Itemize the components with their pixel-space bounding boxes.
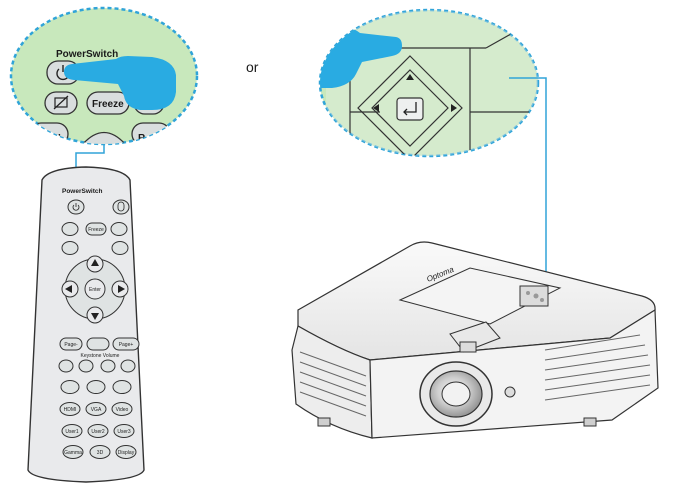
remote-page-minus-label: Page- (64, 342, 78, 348)
remote-menu-button (87, 338, 109, 350)
remote-l-button (62, 242, 78, 255)
remote-user1-label: User1 (65, 429, 79, 435)
keypad-enter-button (397, 98, 423, 120)
keypad-zoom-callout (316, 8, 548, 170)
or-label: or (246, 59, 259, 75)
remote-page-plus-label: Page+ (119, 342, 134, 348)
remote-blank-button (62, 223, 78, 236)
remote-source-c (113, 381, 131, 394)
remote-keystone-plus (79, 360, 93, 372)
projector-foot-left (318, 418, 330, 426)
projector-zoom-knob (460, 342, 476, 352)
projector: Optoma (292, 242, 658, 438)
remote-3d-label: 3D (97, 450, 104, 456)
zoom-freeze-label: Freeze (92, 99, 124, 110)
remote-r-button (112, 242, 128, 255)
remote-keystone-minus (59, 360, 73, 372)
remote-video-label: Video (116, 407, 129, 413)
keypad-panel (326, 8, 548, 170)
remote-mute-button (111, 223, 127, 236)
remote-vga-label: VGA (91, 407, 102, 413)
remote-hdmi-label: HDMI (64, 407, 77, 413)
remote-freeze-label: Freeze (88, 227, 104, 233)
remote-source-a (61, 381, 79, 394)
projector-lens-inner (442, 382, 470, 406)
remote-control: PowerSwitch Freeze Enter Page- Page+ Key… (28, 167, 144, 482)
remote-display-label: Display (118, 450, 135, 456)
zoom-l-label: L (58, 133, 64, 144)
remote-zoom-callout: PowerSwitch Freeze L R (11, 8, 197, 145)
projector-ir-sensor (505, 387, 515, 397)
remote-user2-label: User2 (91, 429, 105, 435)
remote-keystone-volume-label: Keystone Volume (81, 353, 120, 359)
zoom-r-label: R (138, 133, 146, 144)
remote-volume-plus (121, 360, 135, 372)
remote-user3-label: User3 (117, 429, 131, 435)
projector-foot-right (584, 418, 596, 426)
remote-enter-label: Enter (89, 287, 101, 293)
zoom-power-switch-label: PowerSwitch (56, 49, 118, 60)
remote-source-b (87, 381, 105, 394)
remote-gamma-label: Gamma (64, 450, 82, 456)
remote-power-switch-label: PowerSwitch (62, 188, 102, 195)
remote-volume-minus (101, 360, 115, 372)
